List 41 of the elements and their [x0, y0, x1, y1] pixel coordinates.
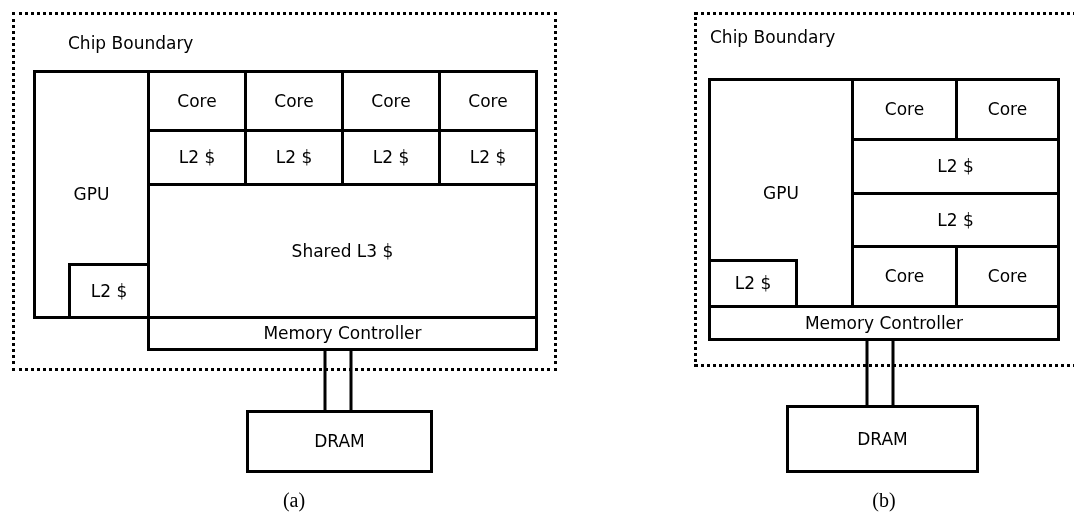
dram-block: [246, 410, 433, 473]
block-label: Core: [371, 90, 411, 112]
memory-controller-block: [708, 305, 1060, 341]
block-label: L2 $: [734, 273, 772, 294]
block-label: Core: [884, 99, 925, 120]
block-label: Shared L3 $: [291, 240, 394, 262]
memory-bus: [865, 339, 895, 407]
block-label: Chip Boundary: [68, 33, 194, 54]
chip-boundary: [694, 12, 1074, 367]
block-label: Core: [987, 99, 1028, 120]
block-label: L2 $: [937, 209, 974, 231]
memory-controller-block: [147, 316, 538, 351]
figure-caption: (b): [872, 488, 896, 512]
block-label: Chip Boundary: [710, 27, 836, 48]
block-label: GPU: [73, 184, 110, 205]
core-block: [438, 70, 538, 132]
block-label: Memory Controller: [804, 312, 964, 334]
block-label: L2 $: [469, 147, 507, 168]
cache-block: [708, 259, 798, 308]
block-label: L2 $: [937, 156, 974, 177]
chip-boundary: [12, 12, 557, 371]
dram-block: [786, 405, 979, 473]
block-label: L2 $: [275, 147, 313, 168]
figure-caption: (a): [282, 488, 306, 512]
block-label: L2 $: [178, 147, 216, 168]
block-label: DRAM: [314, 431, 365, 452]
block-label: Core: [468, 90, 508, 112]
block-label: L2 $: [372, 147, 410, 168]
block-label: Core: [884, 266, 925, 287]
block-label: Core: [177, 90, 217, 112]
gpu-block: [33, 70, 150, 319]
cache-block: [68, 263, 150, 319]
core-block: [955, 78, 1060, 141]
block-label: Core: [987, 266, 1028, 287]
gpu-block: [708, 78, 854, 308]
block-label: L2 $: [90, 280, 128, 302]
memory-bus: [323, 349, 353, 412]
block-label: Core: [274, 90, 314, 112]
block-label: Memory Controller: [263, 323, 422, 344]
block-label: DRAM: [857, 428, 908, 450]
block-label: GPU: [763, 182, 799, 204]
